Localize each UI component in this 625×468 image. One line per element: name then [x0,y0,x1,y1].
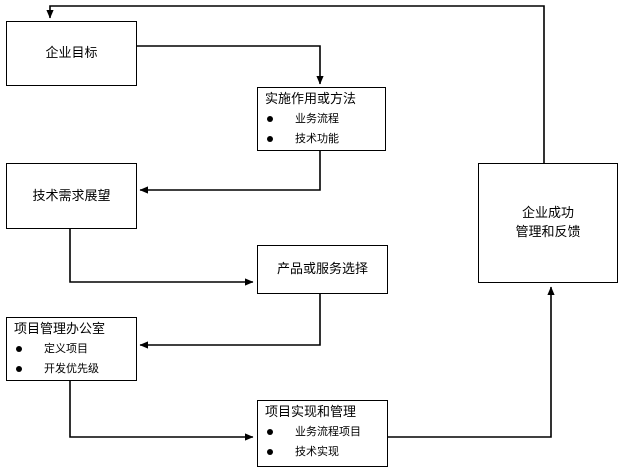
node-enterprise-success-label-line1: 企业成功 [521,206,574,221]
node-enterprise-goal[interactable]: 企业目标 [6,21,137,86]
node-product-or-service-selection[interactable]: 产品或服务选择 [257,245,388,294]
node-implementation-role-or-method-bullets: 业务流程 技术功能 [265,109,385,149]
list-item: 业务流程项目 [265,422,387,442]
node-project-implementation-and-management[interactable]: 项目实现和管理 业务流程项目 技术实现 [257,400,388,467]
list-item: 技术功能 [265,129,385,149]
connector-product-to-pmo [139,293,321,349]
connector-implementation-mgmt-to-success [387,286,555,438]
list-item: 业务流程 [265,109,385,129]
node-enterprise-goal-label: 企业目标 [45,46,98,61]
node-technology-demand-outlook[interactable]: 技术需求展望 [6,163,137,229]
connector-goal-to-implementation [136,45,324,85]
connector-technology-to-product [69,228,254,286]
node-project-implementation-and-management-bullets: 业务流程项目 技术实现 [265,422,387,462]
list-item: 技术实现 [265,442,387,462]
node-product-or-service-selection-label: 产品或服务选择 [276,262,368,277]
node-enterprise-success[interactable]: 企业成功 管理和反馈 [478,163,618,283]
node-enterprise-success-label-line2: 管理和反馈 [515,225,581,240]
node-implementation-role-or-method[interactable]: 实施作用或方法 业务流程 技术功能 [257,87,386,151]
node-implementation-role-or-method-label: 实施作用或方法 [265,92,357,107]
list-item: 开发优先级 [14,359,136,379]
connector-implementation-to-technology [139,150,321,194]
node-project-management-office-bullets: 定义项目 开发优先级 [14,339,136,379]
list-item: 定义项目 [14,339,136,359]
node-project-management-office-label: 项目管理办公室 [14,322,106,337]
node-project-management-office[interactable]: 项目管理办公室 定义项目 开发优先级 [6,317,137,381]
connector-pmo-to-implementation-mgmt [69,380,254,441]
node-technology-demand-outlook-label: 技术需求展望 [32,188,111,204]
connector-success-to-goal [46,5,545,163]
node-project-implementation-and-management-label: 项目实现和管理 [265,405,357,420]
